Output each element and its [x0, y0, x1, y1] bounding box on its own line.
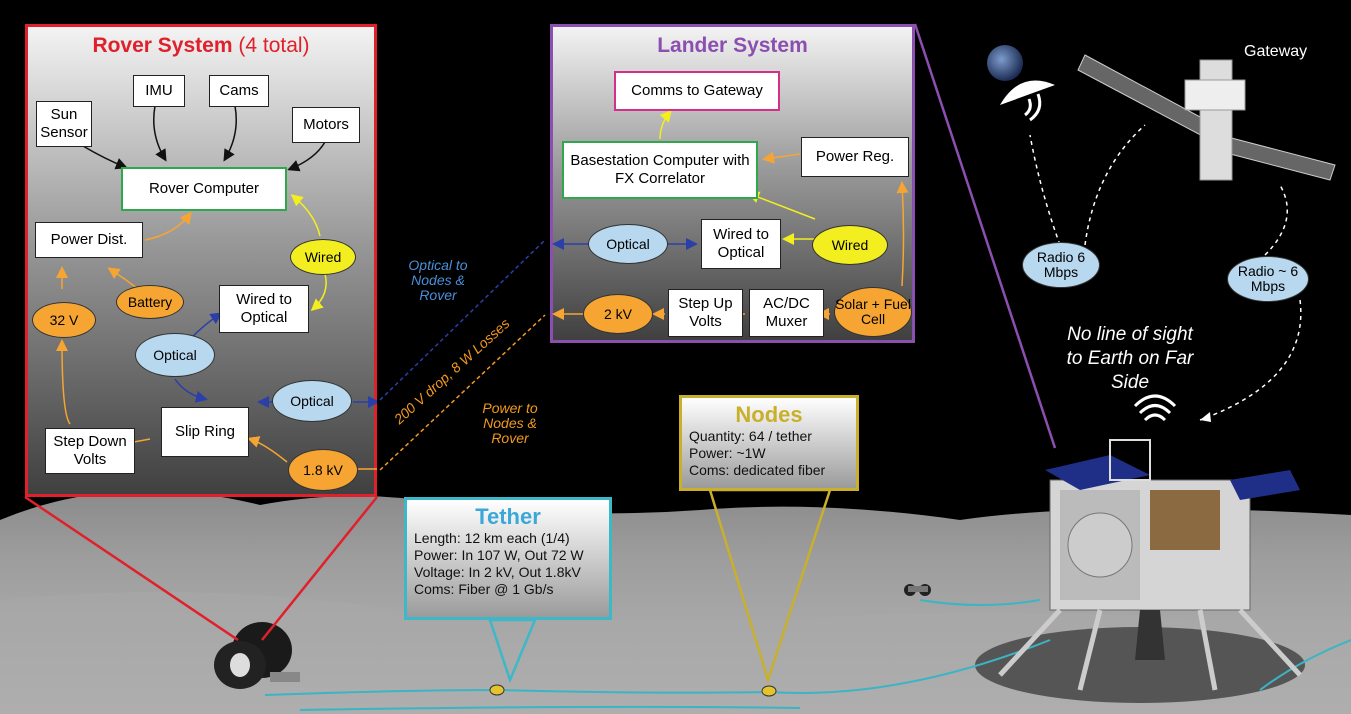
tether-line-coms: Coms: Fiber @ 1 Gb/s [414, 581, 554, 597]
node-marker-1 [489, 684, 505, 696]
rover-arrows [56, 105, 377, 470]
radio-link-2 [1084, 124, 1146, 246]
lander-shadow [975, 627, 1305, 703]
power-link-label: Power to Nodes & Rover [482, 400, 538, 446]
tether-line-length: Length: 12 km each (1/4) [414, 530, 570, 546]
nodes-line-coms: Coms: dedicated fiber [689, 462, 826, 478]
32v-oval: 32 V [32, 302, 96, 338]
lander-optical-oval: Optical [588, 224, 668, 264]
nodes-line-quantity: Quantity: 64 / tether [689, 428, 812, 444]
lander-wired-oval: Wired [812, 225, 888, 265]
sun-sensor-block: Sun Sensor [36, 101, 92, 147]
rover-zoom-line-right [261, 496, 378, 641]
radio-link-4 [1199, 299, 1302, 421]
signal-waves [1133, 394, 1177, 422]
rover-title-main: Rover System [92, 34, 233, 57]
battery-oval: Battery [116, 285, 184, 319]
lander-wired-to-optical-block: Wired to Optical [701, 219, 781, 269]
earth [987, 45, 1023, 81]
gateway-station [1077, 54, 1336, 181]
tether-cable-2 [299, 705, 801, 711]
tether-title: Tether [475, 504, 541, 529]
rover-title: Rover System (4 total) [28, 34, 374, 58]
rover-zoom-line-left [24, 495, 239, 642]
no-line-of-sight-label: No line of sight to Earth on Far Side [1066, 324, 1194, 393]
rover-1-8kv-oval: 1.8 kV [288, 449, 358, 491]
step-down-volts-block: Step Down Volts [45, 428, 135, 474]
rover-wheels [214, 622, 300, 689]
rover-optical-oval-2: Optical [272, 380, 352, 422]
nodes-info-box: Nodes Quantity: 64 / tether Power: ~1W C… [679, 395, 859, 491]
lander-system-panel: Lander System Comms to Gateway Basestati… [550, 24, 915, 343]
rover-title-suffix: (4 total) [238, 34, 310, 57]
nodes-title: Nodes [735, 402, 803, 427]
lander-title: Lander System [657, 34, 808, 57]
optical-link-line [379, 239, 546, 401]
rover-system-panel: Rover System (4 total) [25, 24, 377, 497]
power-dist-block: Power Dist. [35, 222, 143, 258]
rover-wired-to-optical-block: Wired to Optical [219, 285, 309, 333]
tether-cable-4 [919, 599, 1041, 606]
step-up-volts-block: Step Up Volts [668, 289, 743, 337]
tether-cable [264, 639, 1051, 696]
radio-link-1 [1029, 134, 1061, 246]
radio-link-3 [1264, 184, 1288, 256]
tether-cable-3 [1259, 639, 1351, 691]
imu-block: IMU [133, 75, 185, 107]
lander-vehicle [998, 439, 1302, 691]
radio-6mbps-oval: Radio 6 Mbps [1022, 242, 1100, 288]
optical-link-label: Optical to Nodes & Rover [408, 257, 468, 303]
lander-arrows [552, 109, 909, 320]
rover-computer-block: Rover Computer [121, 167, 287, 211]
comms-to-gateway-block: Comms to Gateway [614, 71, 780, 111]
basestation-computer-block: Basestation Computer with FX Correlator [562, 141, 758, 199]
tether-line-voltage: Voltage: In 2 kV, Out 1.8kV [414, 564, 581, 580]
nodes-line-power: Power: ~1W [689, 445, 766, 461]
radio-approx-6mbps-oval: Radio ~ 6 Mbps [1227, 256, 1309, 302]
tether-pointer [488, 618, 537, 684]
cams-block: Cams [209, 75, 269, 107]
gateway-label: Gateway [1244, 43, 1308, 60]
tether-info-box: Tether Length: 12 km each (1/4) Power: I… [404, 497, 612, 620]
rover-optical-oval-1: Optical [135, 333, 215, 377]
slip-ring-block: Slip Ring [161, 407, 249, 457]
power-reg-block: Power Reg. [801, 137, 909, 177]
rover-wired-oval: Wired [290, 239, 356, 275]
node-marker-2 [761, 685, 777, 697]
acdc-muxer-block: AC/DC Muxer [749, 289, 824, 337]
motors-block: Motors [292, 107, 360, 143]
small-rover [904, 584, 931, 596]
solar-fuel-cell-oval: Solar + Fuel Cell [834, 287, 912, 337]
2kv-oval: 2 kV [583, 294, 653, 334]
radio-dish [1000, 80, 1055, 122]
lander-zoom-line [913, 23, 1057, 449]
tether-line-power: Power: In 107 W, Out 72 W [414, 547, 584, 563]
power-link-line [379, 314, 546, 471]
